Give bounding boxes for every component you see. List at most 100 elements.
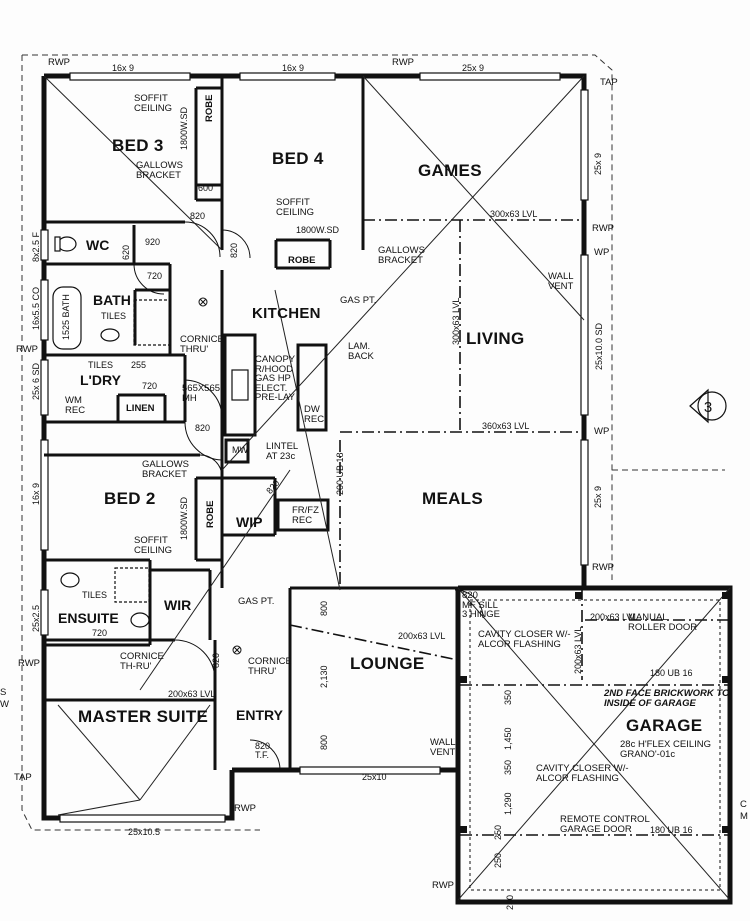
note-tiles-ensuite: TILES [82, 590, 108, 600]
note-win-25x25: 25x2.5 [31, 604, 41, 632]
note-win-25x105: 25x10.5 [128, 827, 161, 837]
note-win-16x9-a: 16x 9 [112, 63, 135, 73]
section-marker-number: 3 [703, 399, 713, 416]
note-edge-s: S [0, 687, 7, 698]
note-win-16x9-b: 16x 9 [282, 63, 305, 73]
note-lvl-300-vert: 300x63 LVL [451, 297, 461, 345]
note-d1290: 1,290 [503, 792, 513, 815]
note-mf-sill: 820 MF SILL 3 HINGE [462, 590, 501, 620]
robe-bed2-label: ROBE [205, 500, 216, 528]
note-gallows-bed4: GALLOWS BRACKET [378, 245, 425, 266]
note-win-25x9-r1: 25x 9 [593, 152, 603, 175]
note-lvl-200-garage: 200x63 LVL [590, 612, 638, 622]
note-rwp-left2: RWP [18, 658, 40, 669]
room-wc-label: WC [86, 237, 110, 253]
note-d200-18: 200 UB 18 [335, 452, 345, 495]
note-manual-roller: MANUAL ROLLER DOOR [628, 612, 698, 633]
robe-bed3-label: ROBE [204, 94, 215, 122]
note-tap-tr: TAP [600, 77, 618, 88]
note-gas-pt-kitchen: GAS PT. [340, 295, 377, 306]
note-bath-1525: 1525 BATH [61, 294, 71, 340]
note-dw-rec: DW REC [304, 404, 325, 425]
note-rwp-right1: RWP [592, 223, 614, 234]
note-edge-w: W [0, 699, 9, 710]
note-sd1800-bed2: 1800W.SD [179, 496, 189, 540]
note-flex-ceiling: 28c H'FLEX CEILING GRANO'-01c [620, 739, 712, 760]
note-lintel: LINTEL AT 23c [266, 441, 299, 462]
note-d2130: 2,130 [319, 665, 329, 688]
note-edge-c: C [740, 799, 747, 810]
note-d720-bath: 720 [147, 271, 163, 281]
note-tiles-bath: TILES [101, 311, 127, 321]
note-ub180-a: 180 UB 16 [650, 668, 693, 678]
bath-tub [52, 286, 82, 350]
note-d800-a: 800 [319, 600, 329, 616]
note-canopy: CANOPY R/HOOD GAS HP ELECT. PRE-LAY [255, 354, 296, 403]
roof-hip-lines [43, 75, 731, 901]
room-living-label: LIVING [466, 329, 525, 348]
note-d720-ensuite: 720 [92, 628, 108, 638]
note-mh: 565X565 MH [182, 383, 221, 404]
note-gallows-bed3: GALLOWS BRACKET [136, 160, 183, 181]
note-ub180-b: 180 UB 16 [650, 825, 693, 835]
room-entry-label: ENTRY [236, 707, 283, 723]
note-cornice-thru-1: CORNICE THRU' [180, 334, 224, 355]
note-co-16x55: 16x5.5 CO [31, 286, 41, 330]
note-soffit-bed2: SOFFIT CEILING [134, 535, 173, 556]
room-bed3-label: BED 3 [112, 136, 164, 155]
note-wall-vent-r: WALL VENT [548, 271, 574, 292]
note-tiles-ldry: TILES [88, 360, 114, 370]
note-lvl-200-lounge: 200x63 LVL [398, 631, 446, 641]
note-d350-a: 350 [503, 689, 513, 705]
note-d720-ldry: 720 [142, 381, 158, 391]
note-lvl-200-vert: 200x63 LVL [573, 626, 583, 674]
room-kitchen-label: KITCHEN [252, 305, 321, 322]
room-master-suite-label: MASTER SUITE [78, 707, 209, 726]
note-lvl-360: 360x63 LVL [482, 421, 530, 431]
eave-line [21, 54, 725, 831]
note-d600: 600 [198, 183, 214, 193]
wc-toilet [57, 236, 77, 252]
note-d820-master: 820 [211, 652, 221, 668]
interior-walls [44, 76, 584, 770]
note-cavity-closer-2: CAVITY CLOSER W/- ALCOR FLASHING [536, 763, 629, 784]
note-frfz-rec: FR/FZ REC [292, 505, 319, 526]
smoke-detectors [198, 297, 242, 655]
room-bath-label: BATH [93, 292, 131, 308]
shower [133, 299, 171, 346]
note-wp-right1: WP [594, 247, 610, 258]
note-d800-b: 800 [319, 734, 329, 750]
note-rwp-right2: RWP [592, 562, 614, 573]
note-cornice-thru-2: CORNICE TH-RU' [120, 651, 164, 672]
room-bed2-label: BED 2 [104, 489, 156, 508]
note-d820-hall: 820 [229, 242, 239, 258]
robe-bed4-label: ROBE [288, 255, 316, 266]
ensuite-toilet [130, 612, 150, 628]
room-bed4-label: BED 4 [272, 149, 324, 168]
note-lvl-200-master: 200x63 LVL [168, 689, 216, 699]
note-sd1800-bed3: 1800W.SD [179, 106, 189, 150]
room-ldry-label: L'DRY [80, 372, 121, 388]
note-cornice-thru-3: CORNICE THRU' [248, 656, 292, 677]
note-d255: 255 [131, 360, 147, 370]
note-sd-25x6: 25x 6 SD [31, 362, 41, 400]
bath-basin [100, 328, 120, 342]
note-gas-pt-entry: GAS PT. [238, 596, 275, 607]
note-win-16x9-left: 16x 9 [31, 482, 41, 505]
note-d820-kitchen: 820 [195, 423, 211, 433]
room-lounge-label: LOUNGE [350, 654, 425, 673]
fixtures [52, 236, 249, 628]
note-d250-b: 250 [493, 852, 503, 868]
beam-lines [55, 219, 730, 836]
note-d820-tf: 820 T.F. [255, 741, 271, 760]
note-wm-rec: WM REC [65, 395, 86, 416]
section-marker-badge: 3 [690, 390, 726, 424]
section-marker [689, 388, 727, 424]
note-d250-a: 250 [493, 824, 503, 840]
note-sd-25x10: 25x10.0 SD [594, 322, 604, 370]
note-win-8x25: 8x2.5 F [31, 231, 41, 262]
note-lam-back: LAM. BACK [348, 341, 374, 362]
note-cavity-closer-1: CAVITY CLOSER W/- ALCOR FLASHING [478, 629, 571, 650]
note-rwp-tl: RWP [48, 57, 70, 68]
